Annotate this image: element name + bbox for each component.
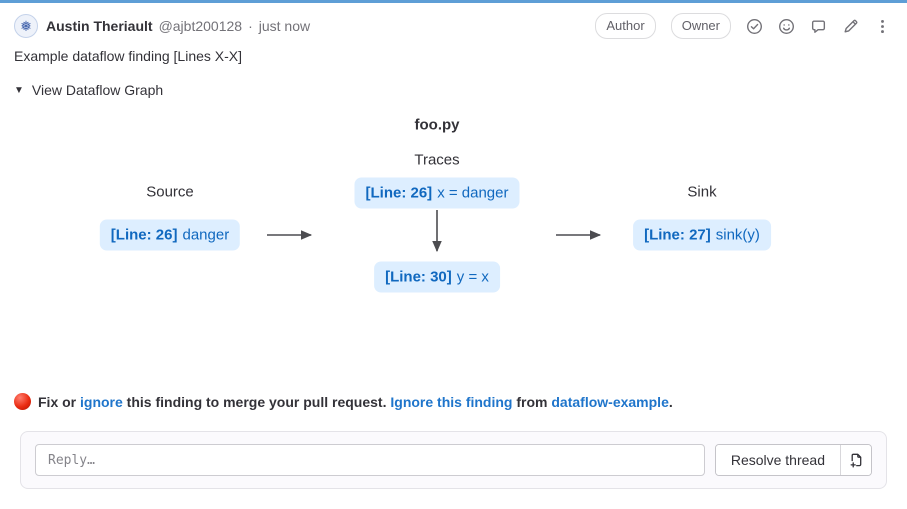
- owner-badge: Owner: [670, 13, 731, 39]
- kebab-menu-icon: [881, 19, 884, 33]
- pencil-icon: [844, 19, 858, 33]
- merge-warning-text: Fix or ignore this finding to merge your…: [38, 394, 673, 410]
- meta-separator: ·: [248, 18, 253, 34]
- resolve-thread-button-group: Resolve thread: [714, 444, 872, 476]
- check-circle-icon: [747, 18, 762, 34]
- trace-top-code: x = danger: [437, 184, 509, 202]
- new-issue-icon: [850, 453, 862, 468]
- warning-text-1: Fix or: [38, 393, 81, 410]
- resolve-check-button[interactable]: [746, 18, 763, 35]
- collapse-triangle-icon: ▼: [14, 84, 24, 96]
- comment-bubble-icon: [811, 19, 826, 33]
- add-reaction-button[interactable]: [778, 18, 795, 35]
- trace-bottom-line-number: [Line: 30]: [385, 268, 452, 286]
- thread-highlight-bar: [0, 0, 907, 3]
- more-options-button[interactable]: [874, 18, 891, 35]
- trace-bottom-code: y = x: [456, 268, 489, 286]
- author-username[interactable]: @ajbt200128: [158, 18, 243, 34]
- trace-node-top[interactable]: [Line: 26] x = danger: [354, 177, 520, 209]
- graph-sink-label: Sink: [687, 183, 717, 201]
- resolve-thread-button[interactable]: Resolve thread: [715, 445, 840, 475]
- warning-text-2: this finding to merge your pull request.: [122, 393, 391, 410]
- trace-top-line-number: [Line: 26]: [365, 184, 433, 202]
- dataflow-graph-toggle[interactable]: ▼ View Dataflow Graph: [14, 82, 163, 98]
- comment-timestamp[interactable]: just now: [258, 18, 311, 34]
- create-issue-from-thread-button[interactable]: [840, 445, 871, 475]
- dataflow-arrows: [267, 210, 602, 253]
- sink-code: sink(y): [715, 226, 760, 244]
- red-circle-icon: [14, 393, 31, 410]
- graph-file-label: foo.py: [414, 116, 460, 134]
- warning-text-4: .: [668, 393, 673, 410]
- warning-text-3: from: [512, 393, 552, 410]
- repo-link[interactable]: dataflow-example: [551, 393, 669, 410]
- comment-text: Example dataflow finding [Lines X-X]: [14, 48, 243, 64]
- author-name[interactable]: Austin Theriault: [46, 18, 153, 34]
- sink-line-number: [Line: 27]: [644, 226, 711, 244]
- graph-traces-label: Traces: [414, 151, 460, 169]
- source-node[interactable]: [Line: 26] danger: [99, 219, 241, 251]
- reply-input[interactable]: [35, 444, 705, 476]
- sink-node[interactable]: [Line: 27] sink(y): [633, 219, 771, 251]
- dataflow-graph-toggle-label: View Dataflow Graph: [31, 82, 164, 98]
- smiley-icon: [779, 18, 794, 34]
- comment-button[interactable]: [810, 18, 827, 35]
- reply-bar: Resolve thread: [20, 431, 887, 489]
- merge-warning: Fix or ignore this finding to merge your…: [14, 393, 673, 410]
- trace-node-bottom[interactable]: [Line: 30] y = x: [374, 261, 500, 293]
- edit-button[interactable]: [842, 18, 859, 35]
- author-badge: Author: [595, 13, 656, 39]
- comment-header: ❅ Austin Theriault @ajbt200128 · just no…: [14, 13, 891, 39]
- graph-source-label: Source: [146, 183, 194, 201]
- ignore-this-finding-link[interactable]: Ignore this finding: [390, 393, 513, 410]
- header-actions: Author Owner: [595, 13, 891, 39]
- dataflow-graph: foo.py Traces Source Sink [Line: 26] x =…: [0, 110, 907, 302]
- ignore-link[interactable]: ignore: [80, 393, 123, 410]
- source-line-number: [Line: 26]: [110, 226, 178, 244]
- avatar[interactable]: ❅: [14, 14, 38, 38]
- source-code: danger: [182, 226, 230, 244]
